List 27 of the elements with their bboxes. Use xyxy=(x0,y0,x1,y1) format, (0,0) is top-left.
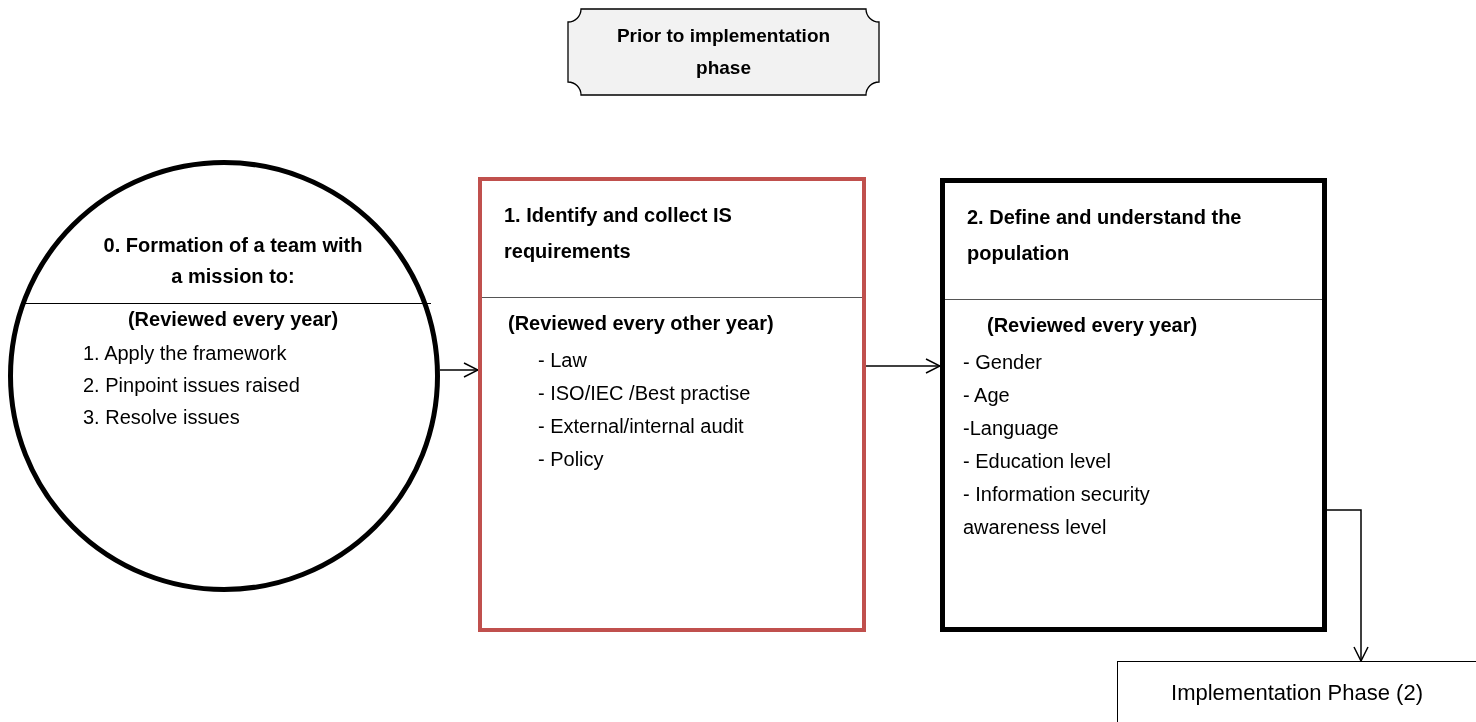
tag-text: Prior to implementation phase xyxy=(615,24,832,80)
mission-item: 2. Pinpoint issues raised xyxy=(83,373,300,398)
review-note: (Reviewed every year) xyxy=(126,307,340,332)
step-box xyxy=(940,178,1327,632)
mission-item: 3. Resolve issues xyxy=(83,405,241,430)
list-item: - ISO/IEC /Best practise xyxy=(538,381,751,406)
arrow xyxy=(865,358,941,374)
list-item: - External/internal audit xyxy=(538,414,745,439)
phase-label: Implementation Phase (2) xyxy=(1171,678,1423,707)
circle-heading: 0. Formation of a team with a mission to: xyxy=(103,233,363,289)
step-heading: 2. Define and understand the population xyxy=(967,205,1243,266)
list-item: - Law xyxy=(538,348,588,373)
arrow xyxy=(439,362,479,378)
mission-item: 1. Apply the framework xyxy=(83,341,288,366)
list-item: - Education level xyxy=(963,449,1112,474)
list-item: - Policy xyxy=(538,447,605,472)
arrow xyxy=(1326,509,1369,662)
step-heading: 1. Identify and collect IS requirements xyxy=(504,203,733,264)
list-item: - Information security awareness level xyxy=(963,482,1151,540)
list-item: - Gender xyxy=(963,350,1043,375)
review-note: (Reviewed every year) xyxy=(987,313,1198,338)
list-item: - Age xyxy=(963,383,1011,408)
phase-box xyxy=(1117,661,1476,722)
list-item: -Language xyxy=(963,416,1060,441)
step-box xyxy=(478,177,866,632)
phase-tag xyxy=(567,8,880,96)
review-note: (Reviewed every other year) xyxy=(508,311,774,336)
